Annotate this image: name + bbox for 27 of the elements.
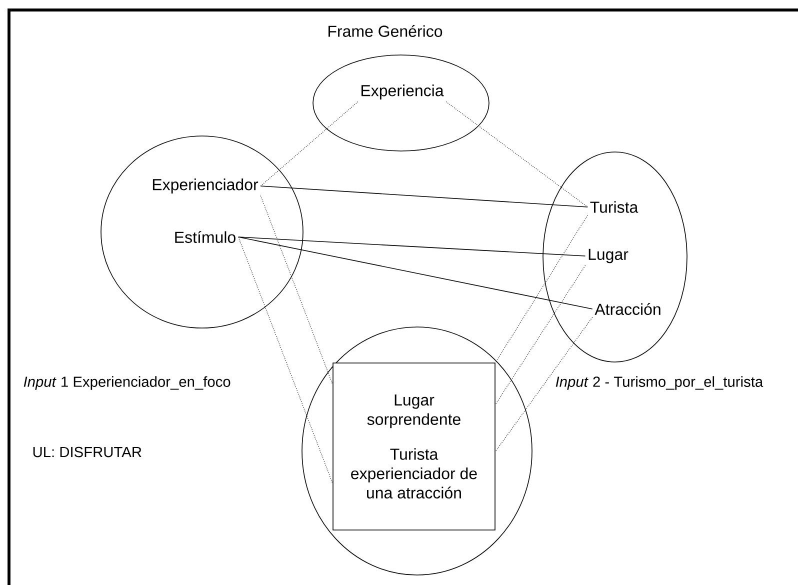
blend-box [332,362,496,530]
word: Lugar [588,248,628,264]
connector-line [238,236,593,310]
dotted-line [238,236,333,484]
title: Frame Genérico [328,25,442,37]
label: Input 1 Experienciador_en_foco [24,376,230,390]
dotted-line [446,101,588,208]
dotted-line [260,195,333,385]
word: Turista [590,201,638,213]
word: Atracción [594,303,660,315]
ellipse-shape [100,136,304,328]
word: Experienciador [152,178,258,194]
dotted-line [495,214,588,363]
dotted-line [260,101,358,186]
dotted-line [495,265,586,405]
ellipse-shape [542,152,688,362]
connector-line [260,186,588,208]
label: UL: DISFRUTAR [33,446,142,458]
label: Input 2 - Turismo_por_el_turista [556,376,764,390]
box-text: Lugar sorprendente [367,394,460,428]
box-text: Turista experienciador de una atracción [351,448,477,499]
word: Estímulo [175,231,236,243]
ellipse-shape [312,54,490,152]
connector-line [238,236,586,256]
word: Experiencia [362,84,444,100]
ellipse-shape [302,326,532,576]
dotted-line [495,316,593,452]
